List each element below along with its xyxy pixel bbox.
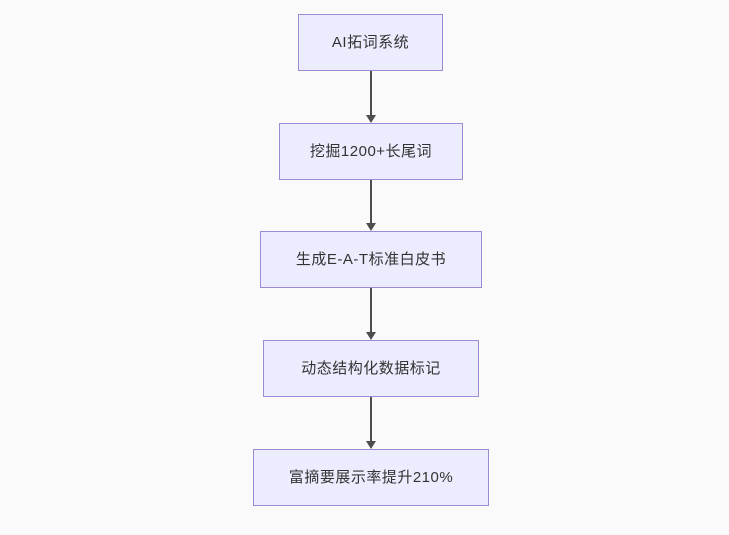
arrow-line	[370, 397, 372, 441]
flow-edge-2	[366, 180, 376, 231]
flow-node-eat-whitepaper: 生成E-A-T标准白皮书	[260, 231, 482, 288]
flow-node-label: 动态结构化数据标记	[301, 360, 441, 377]
arrowhead-down-icon	[366, 115, 376, 123]
flow-node-ai-keyword-system: AI拓词系统	[298, 14, 443, 71]
arrow-line	[370, 71, 372, 115]
flow-node-label: 挖掘1200+长尾词	[309, 143, 433, 160]
arrowhead-down-icon	[366, 332, 376, 340]
arrow-line	[370, 288, 372, 332]
flow-node-label: AI拓词系统	[331, 34, 410, 51]
flow-node-label: 生成E-A-T标准白皮书	[295, 251, 447, 268]
arrow-line	[370, 180, 372, 223]
arrowhead-down-icon	[366, 441, 376, 449]
flow-edge-3	[366, 288, 376, 340]
flow-node-rich-snippet-result: 富摘要展示率提升210%	[253, 449, 489, 506]
flow-edge-4	[366, 397, 376, 449]
flow-node-longtail-mining: 挖掘1200+长尾词	[279, 123, 463, 180]
flow-edge-1	[366, 71, 376, 123]
arrowhead-down-icon	[366, 223, 376, 231]
flow-node-structured-data-markup: 动态结构化数据标记	[263, 340, 479, 397]
flow-node-label: 富摘要展示率提升210%	[288, 469, 454, 486]
